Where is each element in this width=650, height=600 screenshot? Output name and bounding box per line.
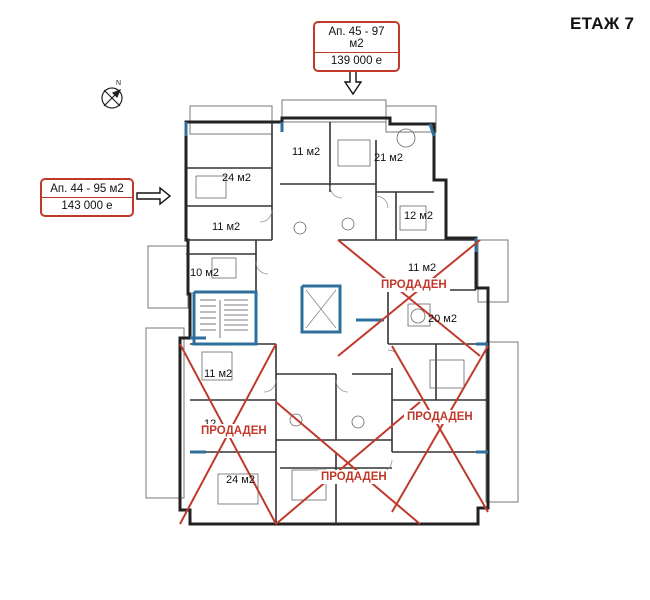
sold-cross-ne-b (337, 239, 481, 357)
apartment-44-price-box[interactable]: Ап. 44 - 95 м2 143 000 е (40, 178, 134, 217)
balcony-top-left (189, 105, 273, 135)
room-area-label: 10 м2 (190, 267, 219, 279)
balcony-west-lower (145, 327, 185, 499)
stair-core-wall (192, 290, 258, 346)
room-area-label: 11 м2 (408, 262, 437, 274)
room-area-label: 24 м2 (226, 474, 255, 486)
compass-icon (101, 87, 123, 109)
apartment-45-price-box[interactable]: Ап. 45 - 97 м2 139 000 е (313, 21, 400, 72)
room-area-label: 20 м2 (428, 313, 457, 325)
lift-core-wall (300, 284, 342, 334)
arrow-icon-ap44 (136, 186, 172, 206)
room-area-label: 24 м2 (222, 172, 251, 184)
sold-label: ПРОДАДЕН (404, 410, 476, 424)
balcony-west-upper (147, 245, 189, 309)
apartment-44-title: Ап. 44 - 95 м2 (42, 181, 132, 198)
sold-label: ПРОДАДЕН (378, 278, 450, 292)
outer-wall-north (178, 116, 490, 526)
room-area-label: 11 м2 (292, 146, 321, 158)
sold-cross-se-b (391, 345, 489, 513)
floor-title: ЕТАЖ 7 (570, 14, 635, 33)
room-area-label: 11 м2 (204, 368, 233, 380)
sold-label: ПРОДАДЕН (198, 424, 270, 438)
sold-label: ПРОДАДЕН (318, 470, 390, 484)
room-area-label: 12 м2 (404, 210, 433, 222)
apartment-44-price: 143 000 е (61, 200, 113, 212)
room-area-label: 11 м2 (212, 221, 241, 233)
apartment-45-title: Ап. 45 - 97 м2 (315, 24, 398, 53)
room-area-label: 21 м2 (374, 152, 403, 164)
balcony-east-lower (485, 341, 519, 503)
balcony-top-right (385, 105, 437, 133)
apartment-45-price: 139 000 е (330, 55, 383, 67)
balcony-east-upper (477, 239, 509, 303)
sold-cross-s-b (275, 401, 421, 525)
compass-north-letter: N (116, 80, 121, 87)
